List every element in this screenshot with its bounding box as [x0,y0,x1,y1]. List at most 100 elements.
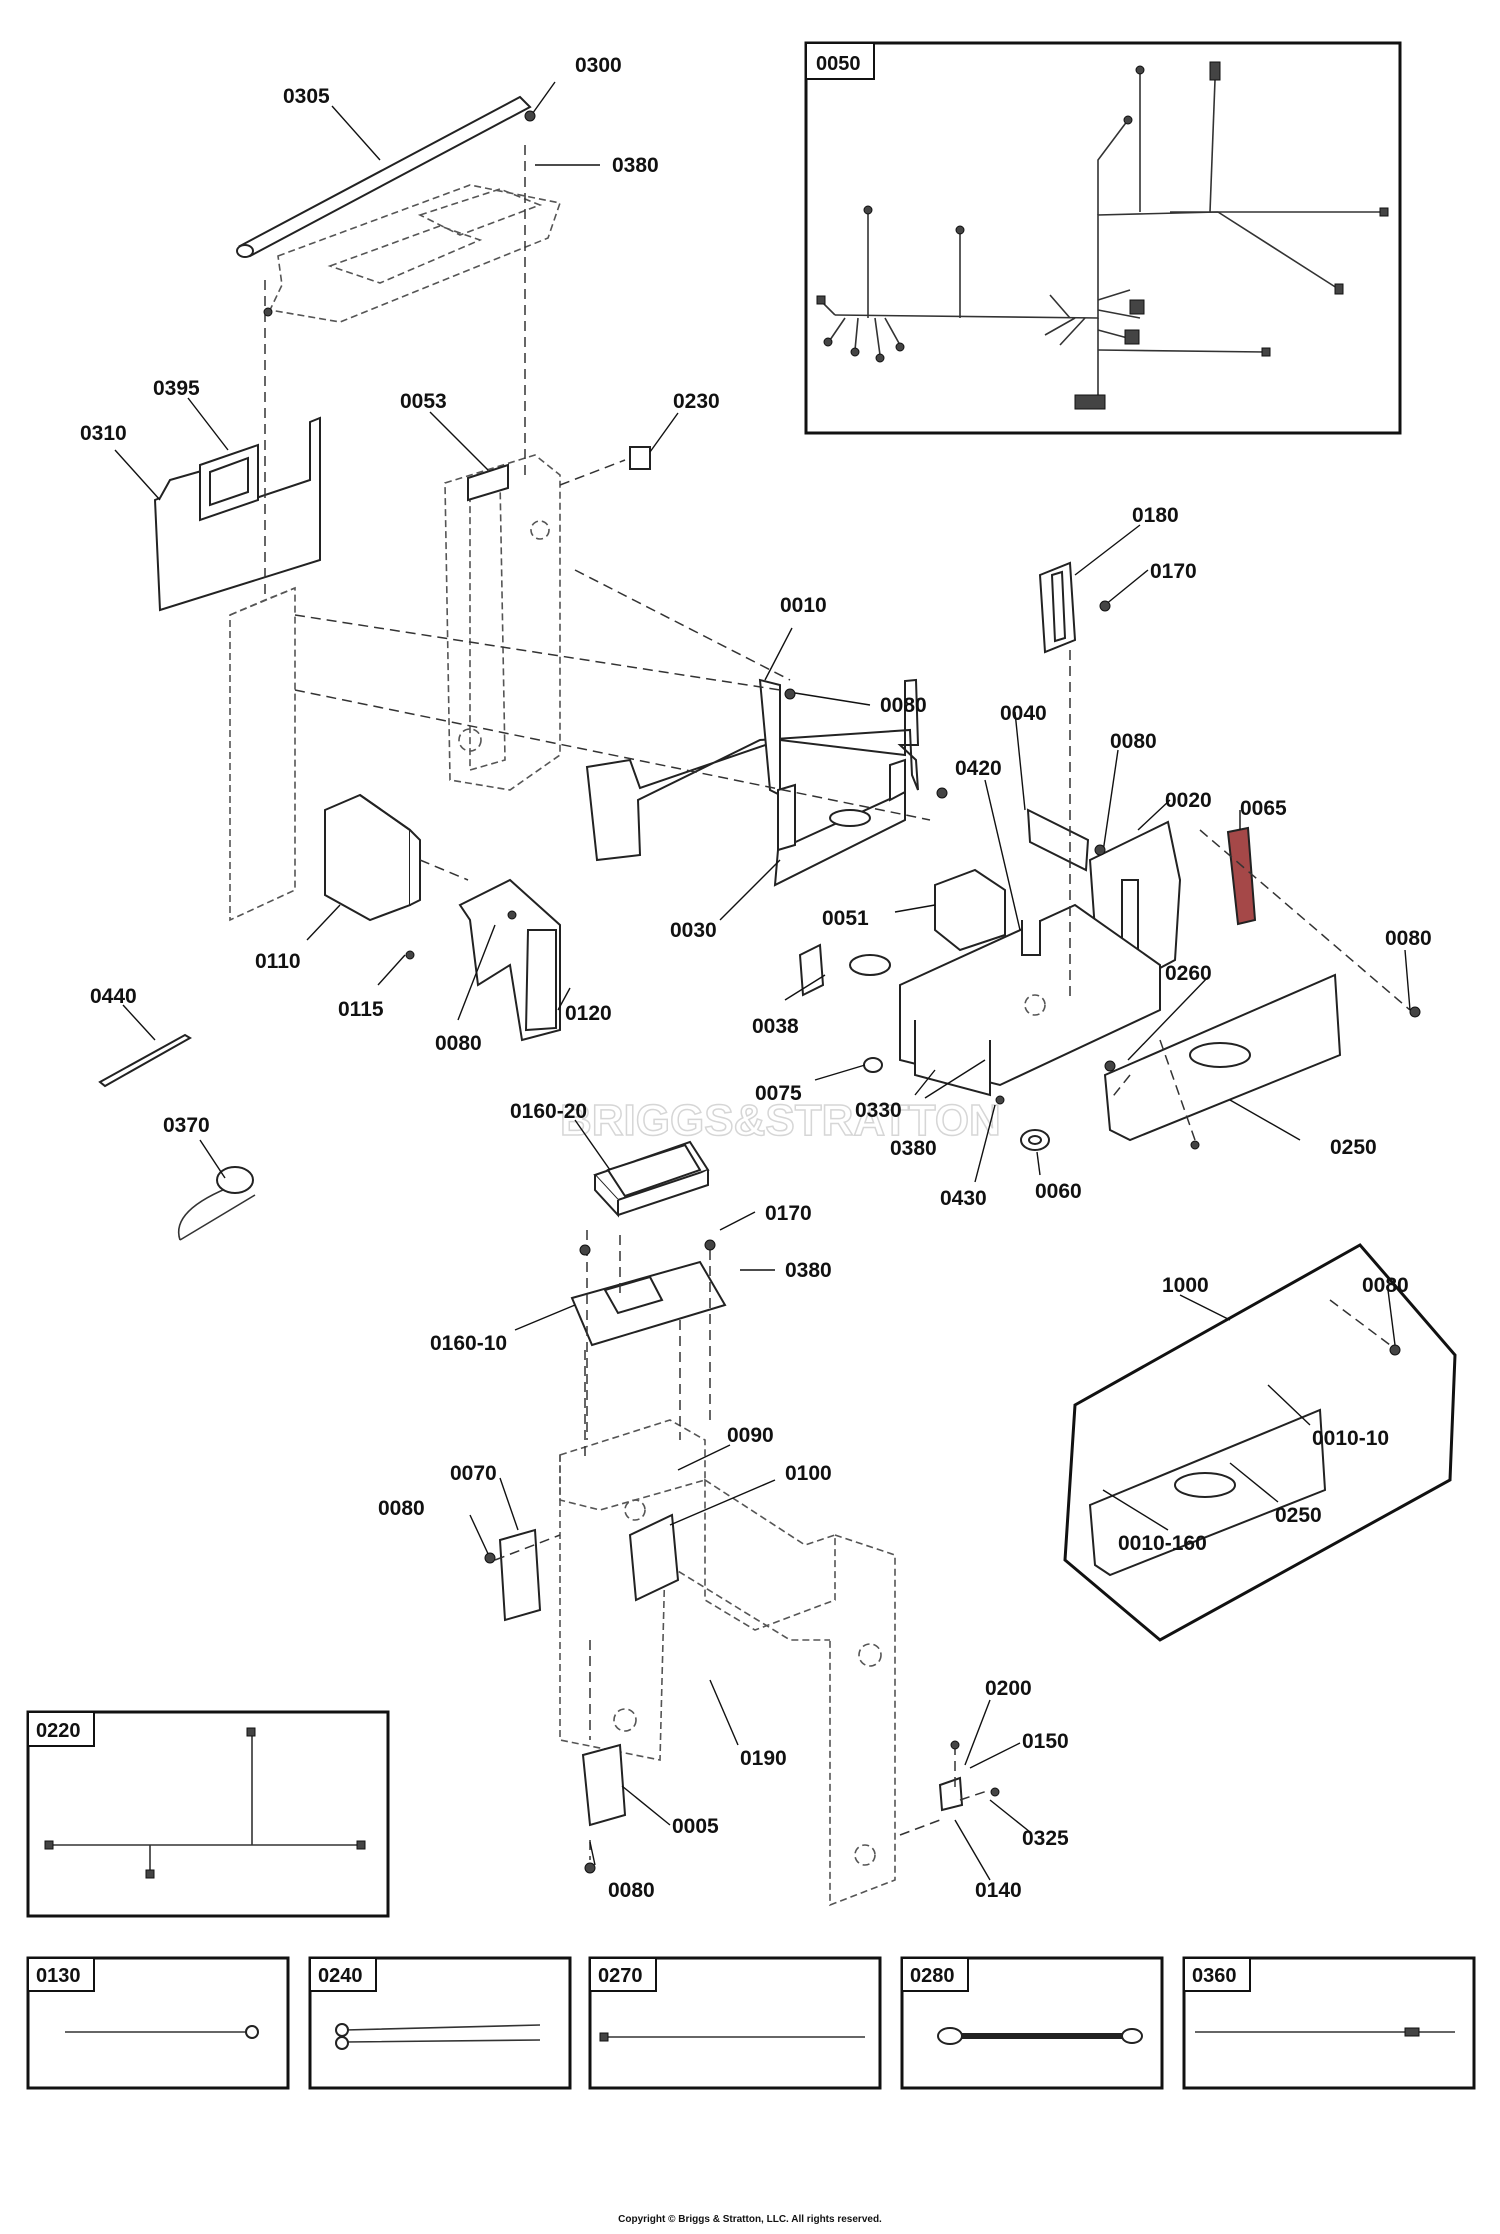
label-0051: 0051 [822,907,869,930]
panel-0310 [153,416,321,612]
relay-0070 [498,1528,542,1622]
part-labels: 0300 0305 0380 0395 0310 0053 0230 0010 … [80,54,1432,1902]
label-0038: 0038 [752,1015,799,1038]
bracket-0030 [773,758,906,887]
label-0075: 0075 [755,1082,802,1105]
connector-0230 [629,446,651,470]
label-0305: 0305 [283,85,330,108]
label-0200: 0200 [985,1677,1032,1700]
label-0070: 0070 [450,1462,497,1485]
label-0330: 0330 [855,1099,902,1122]
label-0150: 0150 [1022,1730,1069,1753]
label-0380-c: 0380 [785,1259,832,1282]
cover-0250 [1103,973,1342,1142]
label-0160-20: 0160-20 [510,1100,587,1123]
assembly-lines [264,145,1411,1860]
inset-0360: 0360 [1182,1956,1476,2090]
inset-0050: 0050 [804,41,1402,435]
label-0080-f: 0080 [378,1497,425,1520]
label-0310: 0310 [80,422,127,445]
bracket-0005 [581,1743,627,1827]
label-0170-a: 0170 [1150,560,1197,583]
lower-chassis-ghost [559,1419,896,1907]
label-0120: 0120 [565,1002,612,1025]
label-0430: 0430 [940,1187,987,1210]
inset-0220: 0220 [26,1710,390,1918]
label-0080-c: 0080 [435,1032,482,1055]
label-0395: 0395 [153,377,200,400]
inset-label-0280: 0280 [910,1965,955,1987]
inset-label-0360: 0360 [1192,1965,1237,1987]
watermark-text: BRIGGS&STRATTON [560,1096,1001,1145]
grommet-0038 [798,943,891,997]
inset-0240: 0240 [308,1956,572,2090]
label-0110: 0110 [255,950,301,973]
label-0065: 0065 [1240,797,1287,820]
rod-0305 [236,95,532,258]
label-1000: 1000 [1162,1274,1209,1297]
label-0020: 0020 [1165,789,1212,812]
screw-0430 [995,1095,1005,1105]
label-0010-160: 0010-160 [1118,1532,1207,1555]
inset-label-0130: 0130 [36,1965,81,1987]
upper-chassis-ghost [444,454,561,791]
chassis-base [899,903,1161,1097]
label-0380-b: 0380 [890,1137,937,1160]
label-0140: 0140 [975,1879,1022,1902]
inset-label-0240: 0240 [318,1965,363,1987]
label-0180: 0180 [1132,504,1179,527]
cable-0370 [177,1166,256,1241]
inset-0280: 0280 [900,1956,1164,2090]
plate-0160-10 [570,1260,727,1347]
label-0080-d: 0080 [1385,927,1432,950]
label-0300: 0300 [575,54,622,77]
main-harness-wire [816,61,1389,410]
label-0115: 0115 [338,998,384,1021]
left-post-ghost [229,586,296,922]
label-0160-10: 0160-10 [430,1332,507,1355]
label-0060: 0060 [1035,1180,1082,1203]
bracket-0040 [1026,808,1090,872]
label-0250-a: 0250 [1330,1136,1377,1159]
copyright-text: Copyright © Briggs & Stratton, LLC. All … [618,2214,882,2225]
label-0053: 0053 [400,390,447,413]
gasket-0395 [199,443,259,522]
label-0005: 0005 [672,1815,719,1838]
inset-1000 [1063,1243,1457,1642]
label-0100: 0100 [785,1462,832,1485]
cable-tie-0440 [98,1033,192,1088]
inset-label-0270: 0270 [598,1965,643,1987]
label-0010: 0010 [780,594,827,617]
leader-lines [114,81,1411,1881]
inset-0130: 0130 [26,1956,290,2090]
switch-0140 [938,1776,964,1812]
inset-label-0050: 0050 [816,53,861,75]
label-0080-e: 0080 [1362,1274,1409,1297]
board-0100 [628,1513,680,1602]
hinge-0180 [1038,561,1077,654]
label-0370: 0370 [163,1114,210,1137]
inset-0270: 0270 [588,1956,882,2090]
housing-0120 [458,878,561,1042]
label-0080-g: 0080 [608,1879,655,1902]
label-0010-10: 0010-10 [1312,1427,1389,1450]
strap-0420 [1021,920,1041,956]
inset-label-0220: 0220 [36,1720,81,1742]
mount-0051 [934,868,1006,952]
display-0160-20 [593,1140,710,1218]
plug-0075 [863,1057,883,1073]
label-0190: 0190 [740,1747,787,1770]
label-0080-b: 0080 [1110,730,1157,753]
bracket-0010 [585,678,920,862]
label-0420: 0420 [955,757,1002,780]
label-0040: 0040 [1000,702,1047,725]
grommet-0060 [1020,1129,1050,1151]
label-0090: 0090 [727,1424,774,1447]
label-0170-b: 0170 [765,1202,812,1225]
filter-0065 [1226,826,1257,926]
hardware-screws [263,110,1421,1874]
label-0325: 0325 [1022,1827,1069,1850]
label-0260: 0260 [1165,962,1212,985]
label-0230: 0230 [673,390,720,413]
